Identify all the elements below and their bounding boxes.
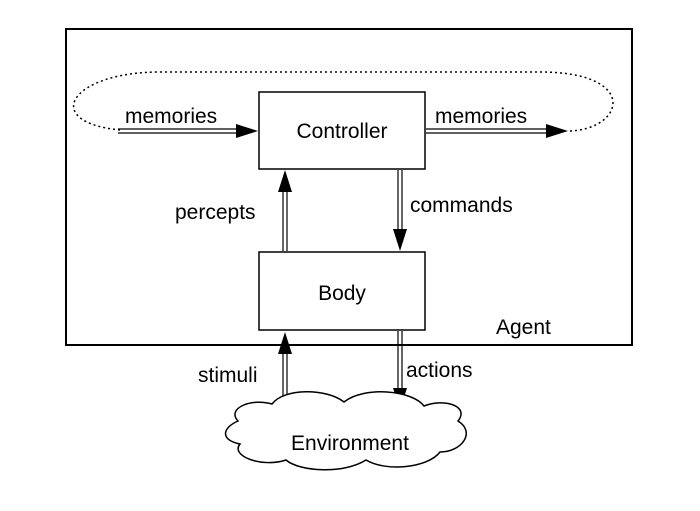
body-box — [258, 251, 426, 331]
stimuli-label: stimuli — [198, 364, 258, 387]
memories-out-arrow — [426, 124, 568, 138]
memories-out-label: memories — [435, 105, 527, 128]
body-label: Body — [318, 282, 366, 305]
memories-in-label: memories — [125, 105, 217, 128]
agent-box — [65, 28, 633, 346]
controller-box — [258, 91, 426, 170]
controller-label: Controller — [296, 120, 387, 143]
agent-label: Agent — [496, 316, 551, 339]
percepts-arrow — [278, 170, 292, 251]
percepts-label: percepts — [175, 201, 256, 224]
environment-cloud — [224, 391, 467, 471]
commands-arrow — [393, 170, 407, 251]
commands-label: commands — [410, 194, 513, 217]
environment-label: Environment — [291, 432, 409, 455]
actions-label: actions — [406, 359, 473, 382]
memories-in-arrow — [118, 124, 258, 138]
